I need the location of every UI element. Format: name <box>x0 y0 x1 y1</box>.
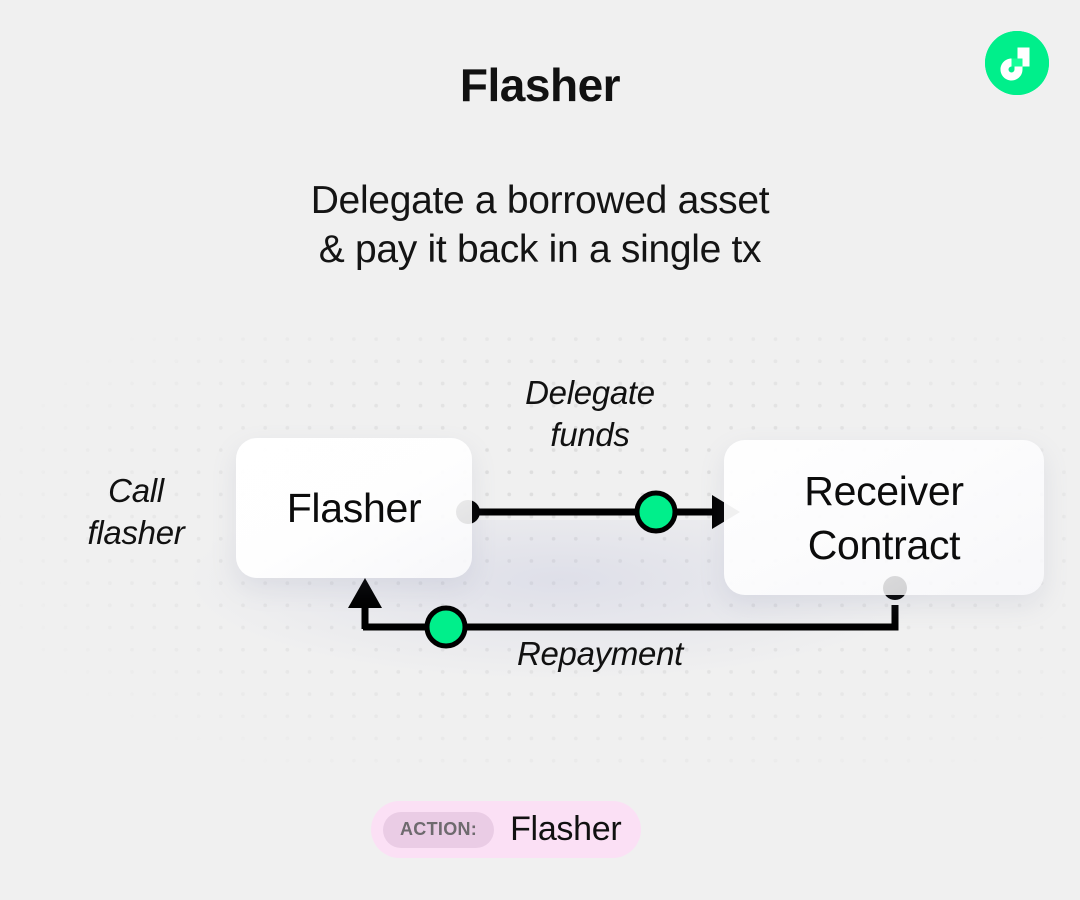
delegate-funds-token-dot <box>634 490 678 534</box>
label-call-flasher: Call flasher <box>36 470 236 554</box>
action-badge-value: Flasher <box>510 810 622 848</box>
subtitle-line-2: & pay it back in a single tx <box>318 228 762 271</box>
label-repayment: Repayment <box>516 635 684 672</box>
action-badge-tag: ACTION: <box>383 811 495 848</box>
label-delegate-funds-line-1: Delegate <box>525 374 655 411</box>
flow-diagram: Flasher Receiver Contract Call flasher D… <box>0 320 1080 770</box>
subtitle-line-1: Delegate a borrowed asset <box>310 179 770 222</box>
node-receiver-label-line-1: Receiver <box>804 467 964 514</box>
arrowhead-icon <box>348 578 382 608</box>
label-call-flasher-line-2: flasher <box>87 514 185 551</box>
label-call-flasher-line-1: Call <box>108 472 164 509</box>
action-badge[interactable]: ACTION: Flasher <box>371 801 642 858</box>
node-receiver-contract[interactable]: Receiver Contract <box>724 440 1044 595</box>
node-receiver-contract-label: Receiver Contract <box>804 464 964 572</box>
label-delegate-funds: Delegate funds <box>470 372 710 456</box>
page-title: Flasher <box>459 59 621 111</box>
page-subtitle: Delegate a borrowed asset & pay it back … <box>0 176 1080 274</box>
repayment-token-dot <box>424 605 468 649</box>
edge-delegate-funds <box>456 490 740 534</box>
node-receiver-label-line-2: Contract <box>807 521 961 568</box>
flow-logo-icon <box>985 31 1049 95</box>
label-delegate-funds-line-2: funds <box>550 416 630 453</box>
node-flasher-label: Flasher <box>286 484 422 531</box>
node-flasher[interactable]: Flasher <box>236 438 472 578</box>
